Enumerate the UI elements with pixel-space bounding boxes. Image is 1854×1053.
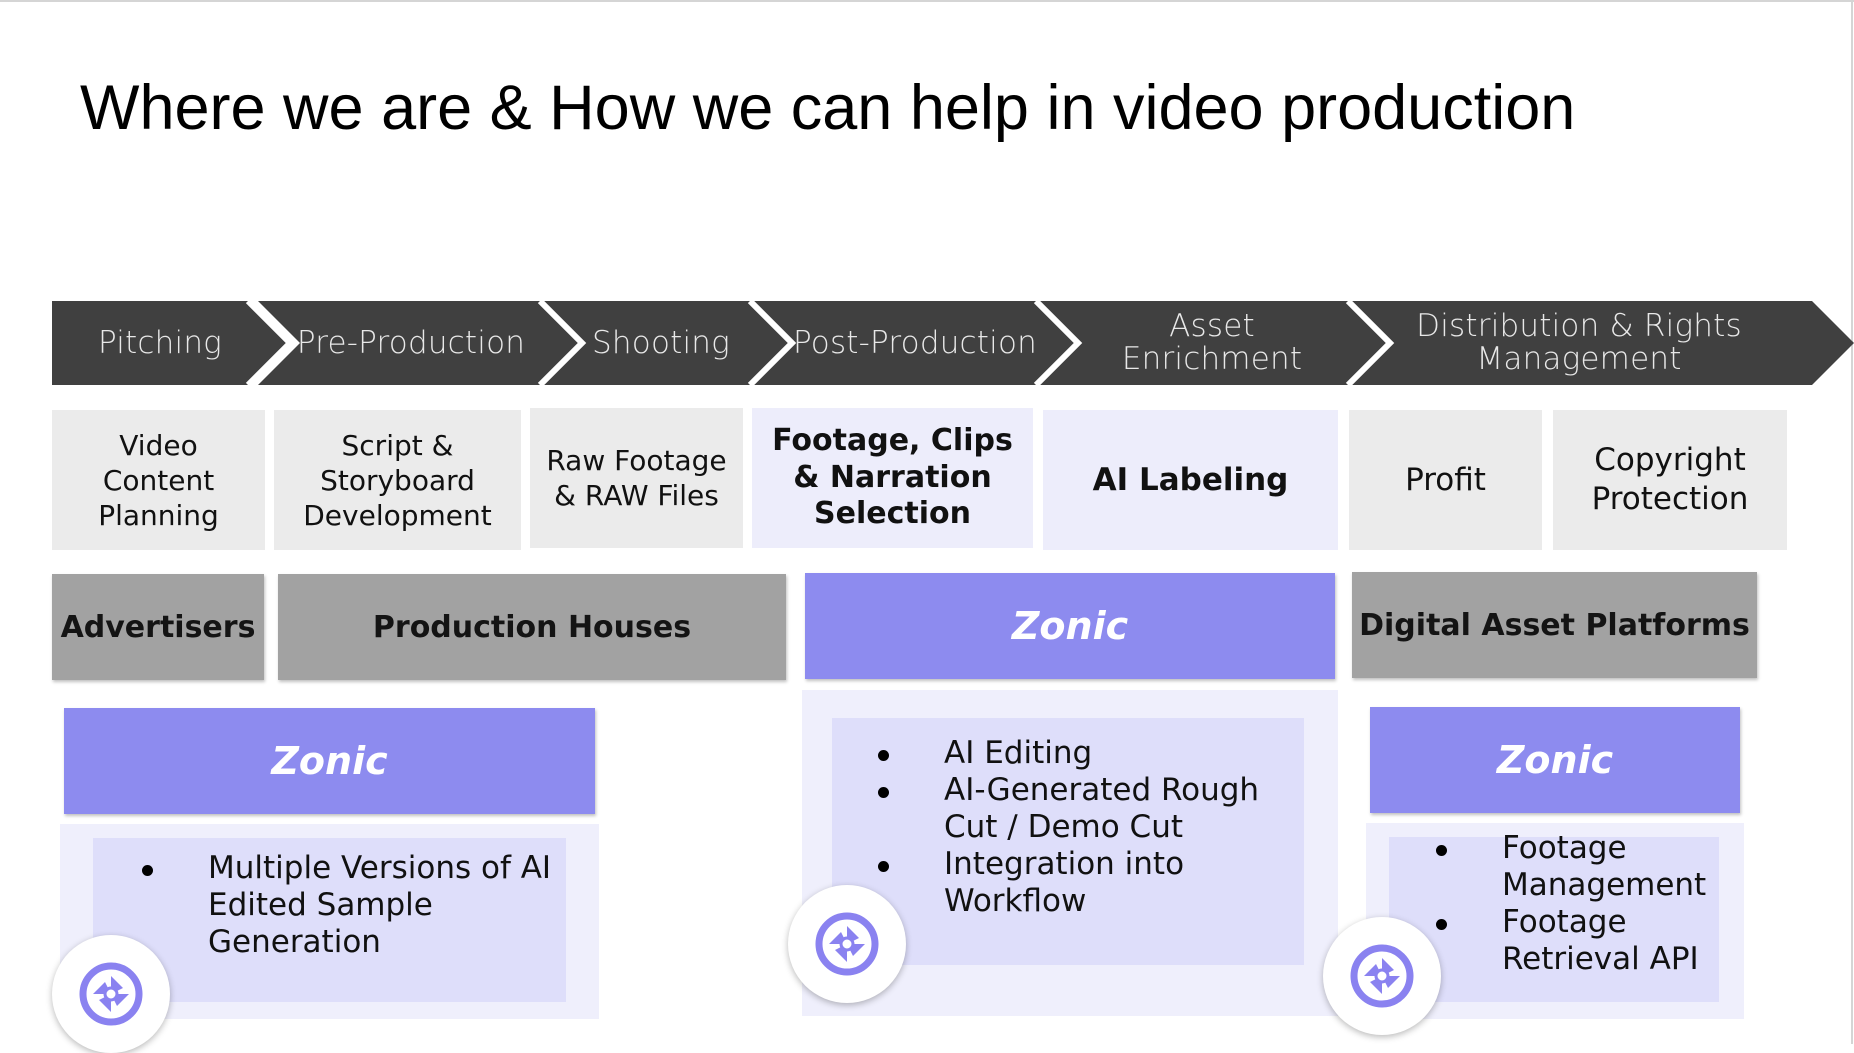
stage-shooting: Shooting [592,324,730,361]
chevron-shooting [538,301,792,385]
role-zonic: Zonic [805,573,1335,679]
chevron-pitching [52,301,290,385]
feature-item: Footage Management [1436,830,1736,904]
zonic-panel-3-heading: Zonic [1370,707,1740,813]
activity-script-storyboard: Script & Storyboard Development [274,410,521,550]
zonic-panel-1-features: Multiple Versions of AI Edited Sample Ge… [142,850,562,961]
zonic-logo-icon [52,935,170,1053]
slide-title: Where we are & How we can help in video … [80,73,1576,143]
stage-post-production: Post-Production [793,324,1037,361]
feature-item: Footage Retrieval API [1436,904,1736,978]
activity-copyright-protection: Copyright Protection [1553,410,1787,550]
zonic-panel-1-content [93,838,566,1002]
feature-item: AI Editing [878,735,1298,772]
role-digital-asset-platforms: Digital Asset Platforms [1352,572,1757,678]
stage-pitching: Pitching [98,324,222,361]
feature-item: AI-Generated Rough Cut / Demo Cut [878,772,1298,846]
stage-asset-enrichment: Asset Enrichment [1121,308,1303,377]
zonic-logo-icon [1323,917,1441,1035]
zonic-logo-icon [788,885,906,1003]
activity-ai-labeling: AI Labeling [1043,410,1338,550]
activity-video-content-planning: Video Content Planning [52,410,265,550]
zonic-panel-1-heading: Zonic [64,708,595,814]
activity-footage-selection: Footage, Clips & Narration Selection [752,408,1033,548]
stage-distribution-rights: Distribution & Rights Management [1416,308,1742,377]
stage-pre-production: Pre-Production [296,324,526,361]
chevron-distribution [1347,301,1854,385]
role-advertisers: Advertisers [52,574,264,680]
zonic-panel-3-features: Footage Management Footage Retrieval API [1436,830,1736,978]
chevron-asset-enrichment [1036,301,1390,385]
role-production-houses: Production Houses [278,574,786,680]
zonic-panel-2-features: AI Editing AI-Generated Rough Cut / Demo… [878,735,1298,920]
activity-profit: Profit [1349,410,1542,550]
feature-item: Integration into Workflow [878,846,1298,920]
top-border [0,0,1854,2]
activity-raw-footage: Raw Footage & RAW Files [530,408,743,548]
chevron-pre-production [258,301,582,385]
chevron-post-production [752,301,1078,385]
zonic-panel-2-content [832,718,1304,965]
right-border [1851,0,1853,1044]
feature-item: Multiple Versions of AI Edited Sample Ge… [142,850,562,961]
